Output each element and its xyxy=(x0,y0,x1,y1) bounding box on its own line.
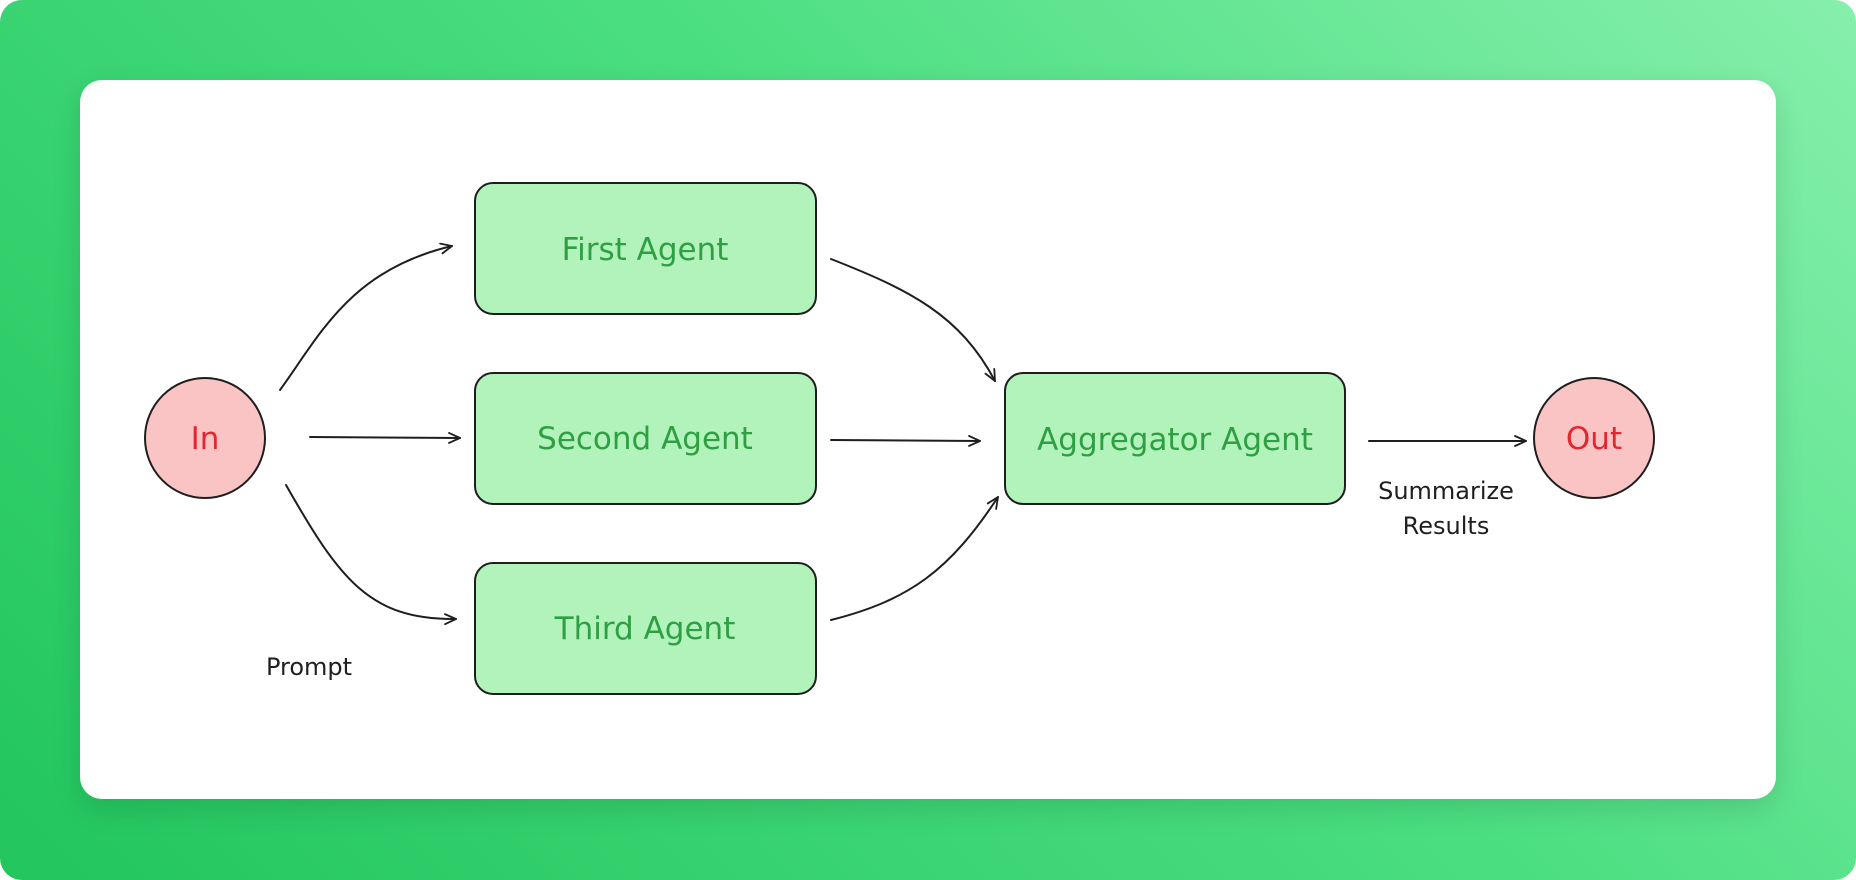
input-circle xyxy=(144,377,266,499)
edges xyxy=(279,242,1527,626)
input-label: In xyxy=(191,421,220,457)
second-agent-node: Second Agent xyxy=(474,372,817,505)
output-circle xyxy=(1533,377,1655,499)
summarize-label-line1: Summarize xyxy=(1378,477,1514,505)
summarize-label-line2: Results xyxy=(1403,512,1490,540)
aggregator-agent-label: Aggregator Agent xyxy=(1037,422,1313,458)
flow-diagram: In First Agent Second Agent Third Agent … xyxy=(144,182,1655,695)
edge-in-to-second-agent xyxy=(309,432,461,444)
third-agent-box xyxy=(474,562,817,695)
output-label: Out xyxy=(1566,421,1622,457)
second-agent-label: Second Agent xyxy=(537,421,753,457)
first-agent-label: First Agent xyxy=(562,232,729,268)
third-agent-node: Third Agent xyxy=(474,562,817,695)
prompt-label: Prompt xyxy=(266,653,352,681)
third-agent-label: Third Agent xyxy=(554,611,736,647)
diagram-card: In First Agent Second Agent Third Agent … xyxy=(80,80,1776,799)
edge-in-to-first-agent xyxy=(279,242,453,391)
edge-first-to-aggregator xyxy=(830,258,996,382)
aggregator-agent-box xyxy=(1004,372,1346,505)
edge-in-to-third-agent xyxy=(285,484,457,626)
second-agent-box xyxy=(474,372,817,505)
edge-second-to-aggregator xyxy=(830,435,981,447)
output-node: Out xyxy=(1533,377,1655,499)
edge-third-to-aggregator xyxy=(830,496,999,621)
input-node: In xyxy=(144,377,266,499)
first-agent-node: First Agent xyxy=(474,182,817,315)
first-agent-box xyxy=(474,182,817,315)
aggregator-agent-node: Aggregator Agent xyxy=(1004,372,1346,505)
